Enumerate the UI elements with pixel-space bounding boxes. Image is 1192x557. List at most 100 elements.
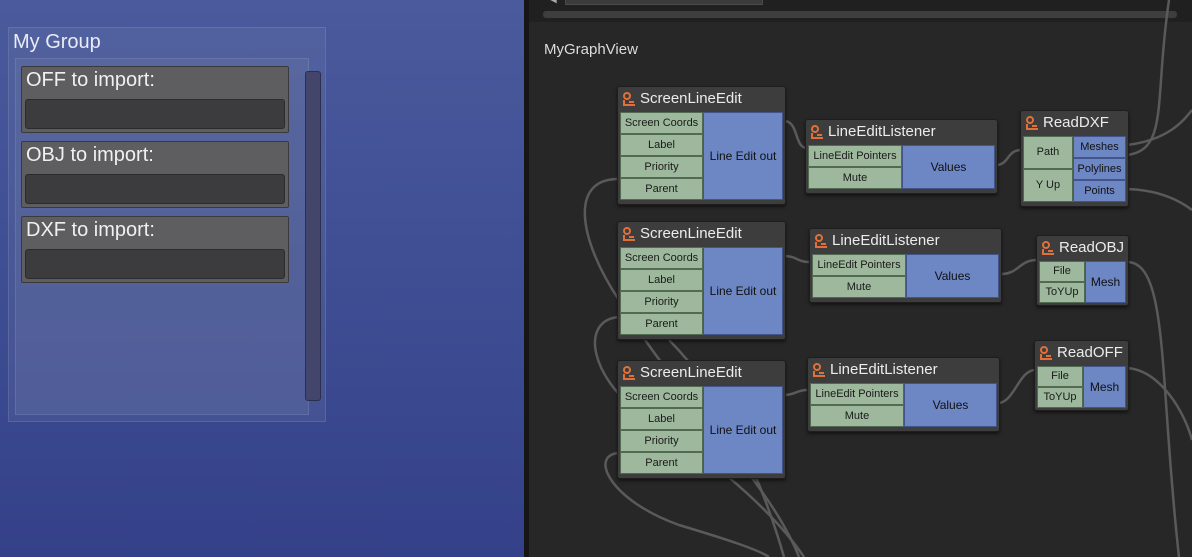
group-title: My Group bbox=[13, 31, 101, 53]
read-dxf-node[interactable]: ReadDXF Path Y Up Meshes Polylines Point… bbox=[1020, 110, 1129, 207]
toolbar-arrow-icon[interactable]: ◀ bbox=[549, 0, 557, 5]
screen-line-edit-node[interactable]: ScreenLineEdit Screen Coords Label Prior… bbox=[617, 221, 786, 340]
output-port-meshes[interactable]: Meshes bbox=[1073, 136, 1126, 158]
wire bbox=[1000, 258, 1038, 276]
node-title: ReadDXF bbox=[1043, 114, 1109, 131]
node-title: ScreenLineEdit bbox=[640, 225, 742, 242]
dxf-import-input[interactable] bbox=[25, 249, 285, 279]
input-port-file[interactable]: File bbox=[1039, 261, 1085, 282]
output-port-values[interactable]: Values bbox=[906, 254, 999, 298]
panel-splitter[interactable] bbox=[524, 0, 529, 557]
input-port-file[interactable]: File bbox=[1037, 366, 1083, 387]
input-port-screen-coords[interactable]: Screen Coords bbox=[620, 247, 703, 269]
node-person-icon bbox=[1040, 346, 1052, 360]
input-port-y-up[interactable]: Y Up bbox=[1023, 169, 1073, 202]
input-port-mute[interactable]: Mute bbox=[808, 167, 902, 189]
input-port-screen-coords[interactable]: Screen Coords bbox=[620, 112, 703, 134]
node-header[interactable]: LineEditListener bbox=[806, 120, 997, 144]
wire bbox=[1126, 187, 1192, 211]
output-port-mesh[interactable]: Mesh bbox=[1085, 261, 1126, 303]
output-port-polylines[interactable]: Polylines bbox=[1073, 158, 1126, 180]
output-port-line-edit-out[interactable]: Line Edit out bbox=[703, 247, 783, 335]
output-port-line-edit-out[interactable]: Line Edit out bbox=[703, 386, 783, 474]
wire bbox=[1126, 260, 1181, 557]
read-off-node[interactable]: ReadOFF File ToYUp Mesh bbox=[1034, 340, 1129, 411]
my-group: My Group OFF to import: OBJ to import: D… bbox=[8, 27, 326, 422]
group-content: OFF to import: OBJ to import: DXF to imp… bbox=[15, 58, 309, 415]
line-edit-listener-node[interactable]: LineEditListener LineEdit Pointers Mute … bbox=[809, 228, 1002, 303]
wire bbox=[995, 148, 1022, 167]
line-edit-listener-node[interactable]: LineEditListener LineEdit Pointers Mute … bbox=[805, 119, 998, 194]
properties-panel: My Group OFF to import: OBJ to import: D… bbox=[0, 0, 524, 557]
input-port-priority[interactable]: Priority bbox=[620, 156, 703, 178]
wire bbox=[783, 119, 808, 150]
node-person-icon bbox=[1026, 116, 1038, 130]
obj-import-field: OBJ to import: bbox=[21, 141, 289, 208]
screen-line-edit-node[interactable]: ScreenLineEdit Screen Coords Label Prior… bbox=[617, 86, 786, 205]
node-person-icon bbox=[1042, 241, 1054, 255]
wire bbox=[1126, 366, 1192, 441]
horizontal-scrollbar[interactable] bbox=[543, 11, 1177, 18]
toolbar-field[interactable] bbox=[565, 0, 763, 5]
graph-toolbar: ◀ bbox=[529, 0, 1192, 22]
screen-line-edit-node[interactable]: ScreenLineEdit Screen Coords Label Prior… bbox=[617, 360, 786, 479]
group-scrollbar[interactable] bbox=[305, 71, 321, 401]
input-port-parent[interactable]: Parent bbox=[620, 313, 703, 335]
node-person-icon bbox=[811, 125, 823, 139]
wire bbox=[783, 388, 808, 397]
wire bbox=[783, 254, 810, 264]
wire bbox=[1126, 109, 1192, 147]
node-header[interactable]: ReadDXF bbox=[1021, 111, 1128, 135]
input-port-label[interactable]: Label bbox=[620, 134, 703, 156]
node-header[interactable]: ScreenLineEdit bbox=[618, 87, 785, 111]
input-port-line-edit-pointers[interactable]: LineEdit Pointers bbox=[812, 254, 906, 276]
input-port-parent[interactable]: Parent bbox=[620, 178, 703, 200]
output-port-line-edit-out[interactable]: Line Edit out bbox=[703, 112, 783, 200]
node-header[interactable]: ReadOBJ bbox=[1037, 236, 1128, 260]
input-port-parent[interactable]: Parent bbox=[620, 452, 703, 474]
input-port-path[interactable]: Path bbox=[1023, 136, 1073, 169]
node-person-icon bbox=[623, 366, 635, 380]
node-title: ReadOFF bbox=[1057, 344, 1123, 361]
input-port-toyup[interactable]: ToYUp bbox=[1037, 387, 1083, 408]
input-port-toyup[interactable]: ToYUp bbox=[1039, 282, 1085, 303]
node-header[interactable]: ScreenLineEdit bbox=[618, 361, 785, 385]
input-port-line-edit-pointers[interactable]: LineEdit Pointers bbox=[810, 383, 904, 405]
wire bbox=[1126, 0, 1171, 157]
node-title: ReadOBJ bbox=[1059, 239, 1125, 256]
node-title: LineEditListener bbox=[830, 361, 938, 378]
node-title: LineEditListener bbox=[828, 123, 936, 140]
node-header[interactable]: ReadOFF bbox=[1035, 341, 1128, 365]
graph-title: MyGraphView bbox=[544, 41, 638, 58]
node-title: LineEditListener bbox=[832, 232, 940, 249]
input-port-mute[interactable]: Mute bbox=[812, 276, 906, 298]
output-port-points[interactable]: Points bbox=[1073, 180, 1126, 202]
node-title: ScreenLineEdit bbox=[640, 90, 742, 107]
wire bbox=[997, 368, 1036, 405]
input-port-label[interactable]: Label bbox=[620, 269, 703, 291]
input-port-line-edit-pointers[interactable]: LineEdit Pointers bbox=[808, 145, 902, 167]
input-port-priority[interactable]: Priority bbox=[620, 430, 703, 452]
off-import-input[interactable] bbox=[25, 99, 285, 129]
graph-view[interactable]: ◀ MyGraphView ScreenLineEdit bbox=[529, 0, 1192, 557]
input-port-priority[interactable]: Priority bbox=[620, 291, 703, 313]
output-port-mesh[interactable]: Mesh bbox=[1083, 366, 1126, 408]
obj-import-input[interactable] bbox=[25, 174, 285, 204]
line-edit-listener-node[interactable]: LineEditListener LineEdit Pointers Mute … bbox=[807, 357, 1000, 432]
output-port-values[interactable]: Values bbox=[904, 383, 997, 427]
wire bbox=[604, 451, 770, 557]
node-header[interactable]: LineEditListener bbox=[810, 229, 1001, 253]
input-port-label[interactable]: Label bbox=[620, 408, 703, 430]
obj-import-label: OBJ to import: bbox=[26, 144, 154, 166]
input-port-screen-coords[interactable]: Screen Coords bbox=[620, 386, 703, 408]
dxf-import-label: DXF to import: bbox=[26, 219, 155, 241]
node-person-icon bbox=[815, 234, 827, 248]
off-import-field: OFF to import: bbox=[21, 66, 289, 133]
output-port-values[interactable]: Values bbox=[902, 145, 995, 189]
input-port-mute[interactable]: Mute bbox=[810, 405, 904, 427]
node-header[interactable]: LineEditListener bbox=[808, 358, 999, 382]
read-obj-node[interactable]: ReadOBJ File ToYUp Mesh bbox=[1036, 235, 1129, 306]
node-title: ScreenLineEdit bbox=[640, 364, 742, 381]
node-header[interactable]: ScreenLineEdit bbox=[618, 222, 785, 246]
node-person-icon bbox=[623, 227, 635, 241]
